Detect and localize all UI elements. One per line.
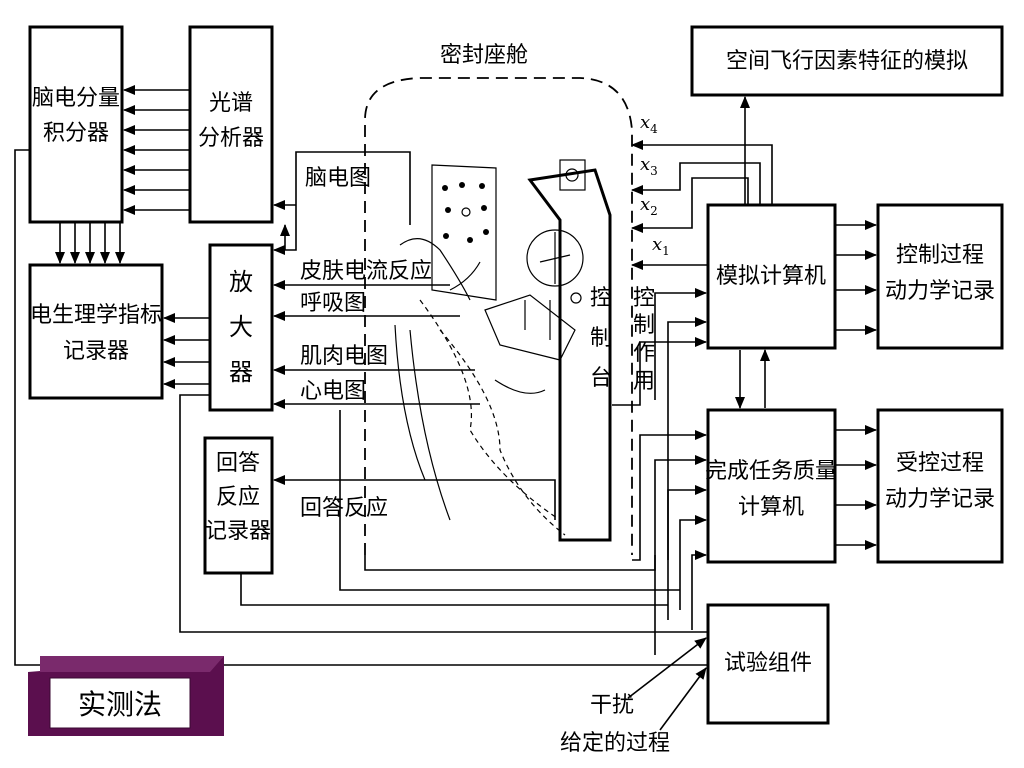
svg-text:电生理学指标: 电生理学指标 [30, 303, 162, 328]
svg-text:心电图: 心电图 [300, 379, 366, 404]
svg-text:用: 用 [633, 369, 655, 394]
svg-text:制: 制 [633, 313, 655, 338]
svg-text:肌肉电图: 肌肉电图 [300, 344, 388, 369]
sealed-cabin-label: 密封座舱 [440, 43, 528, 68]
svg-text:反应: 反应 [216, 485, 260, 510]
given-process-input: 给定的过程 [560, 667, 707, 756]
eeg-signal: 脑电图 [273, 151, 411, 255]
svg-text:记录器: 记录器 [205, 519, 271, 544]
method-badge: 实测法 [28, 656, 224, 736]
controlled-dynamics-box: 受控过程 动力学记录 [876, 408, 1004, 564]
svg-text:回答反应: 回答反应 [300, 496, 388, 521]
control-console-label-1: 控 [590, 286, 612, 311]
control-action-label: 控 制 作 用 [633, 286, 655, 394]
svg-text:光谱: 光谱 [209, 91, 253, 116]
method-badge-label: 实测法 [78, 688, 162, 721]
svg-text:动力学记录: 动力学记录 [885, 487, 995, 512]
svg-text:完成任务质量: 完成任务质量 [705, 459, 837, 484]
sealed-cabin-outline [364, 77, 633, 555]
svg-text:积分器: 积分器 [43, 121, 109, 146]
computer-link-arrows [735, 349, 770, 409]
instrument-panel-illustration [431, 164, 497, 301]
spectrum-analyzer-box: 光谱 分析器 [188, 25, 274, 224]
svg-text:控: 控 [633, 286, 655, 311]
x-input-3: x3 [631, 154, 761, 205]
sim-to-control-dynamics-arrows [835, 220, 877, 335]
svg-text:x3: x3 [640, 154, 658, 178]
amplifier-box: 放 大 器 [208, 243, 274, 412]
x-input-2: x2 [631, 177, 749, 233]
skin-current-signal: 皮肤电流反应 [273, 259, 450, 290]
x-input-1: x1 [631, 234, 708, 270]
svg-text:脑电分量: 脑电分量 [32, 86, 120, 111]
answer-recorder-box: 回答 反应 记录器 [203, 436, 274, 575]
answer-reaction-signal: 回答反应 [273, 475, 556, 521]
svg-text:动力学记录: 动力学记录 [885, 279, 995, 304]
quality-to-controlled-dynamics-arrows [835, 425, 877, 550]
space-flight-sim-box: 空间飞行因素特征的模拟 [690, 25, 1004, 97]
amplifier-to-spectrum [273, 200, 296, 250]
integrator-to-recorder-arrows [55, 222, 125, 264]
operator-illustration [394, 238, 576, 536]
svg-text:记录器: 记录器 [63, 339, 129, 364]
svg-text:干扰: 干扰 [590, 693, 634, 718]
disturbance-input: 干扰 [590, 637, 707, 718]
svg-text:皮肤电流反应: 皮肤电流反应 [300, 259, 432, 284]
control-console-illustration: 控 制 台 [526, 159, 612, 542]
svg-text:器: 器 [229, 358, 253, 386]
spectrum-to-integrator-arrows [123, 85, 190, 215]
svg-text:试验组件: 试验组件 [724, 651, 812, 676]
task-quality-computer-box: 完成任务质量 计算机 [705, 408, 837, 564]
svg-text:x4: x4 [640, 112, 658, 136]
svg-text:回答: 回答 [216, 451, 260, 476]
control-action-feeds [612, 288, 707, 560]
simulation-computer-box: 模拟计算机 [706, 203, 837, 350]
quality-feeds [632, 430, 707, 655]
test-component-box: 试验组件 [706, 603, 830, 725]
respiration-signal: 呼吸图 [273, 291, 460, 321]
svg-text:x2: x2 [640, 194, 658, 218]
svg-text:模拟计算机: 模拟计算机 [716, 264, 826, 289]
emg-signal: 肌肉电图 [273, 344, 475, 375]
amplifier-to-recorder-arrows [163, 313, 210, 389]
svg-text:x1: x1 [652, 234, 670, 258]
x-input-4: x4 [631, 112, 773, 205]
svg-text:呼吸图: 呼吸图 [300, 291, 366, 316]
ecg-signal: 心电图 [273, 379, 480, 409]
left-feedback-lines [14, 149, 708, 666]
svg-text:给定的过程: 给定的过程 [560, 731, 670, 756]
svg-text:脑电图: 脑电图 [305, 166, 371, 191]
control-dynamics-box: 控制过程 动力学记录 [876, 203, 1004, 350]
svg-text:大: 大 [229, 313, 253, 341]
svg-text:分析器: 分析器 [198, 126, 264, 151]
svg-text:空间飞行因素特征的模拟: 空间飞行因素特征的模拟 [726, 49, 968, 74]
svg-text:受控过程: 受控过程 [896, 451, 984, 476]
svg-text:控制过程: 控制过程 [896, 243, 984, 268]
svg-text:计算机: 计算机 [738, 495, 804, 520]
svg-text:放: 放 [229, 268, 253, 296]
physio-recorder-box: 电生理学指标 记录器 [28, 263, 164, 400]
eeg-integrator-box: 脑电分量 积分器 [28, 25, 124, 224]
control-console-label-3: 台 [590, 366, 612, 391]
svg-text:作: 作 [633, 341, 655, 366]
control-console-label-2: 制 [590, 326, 612, 351]
